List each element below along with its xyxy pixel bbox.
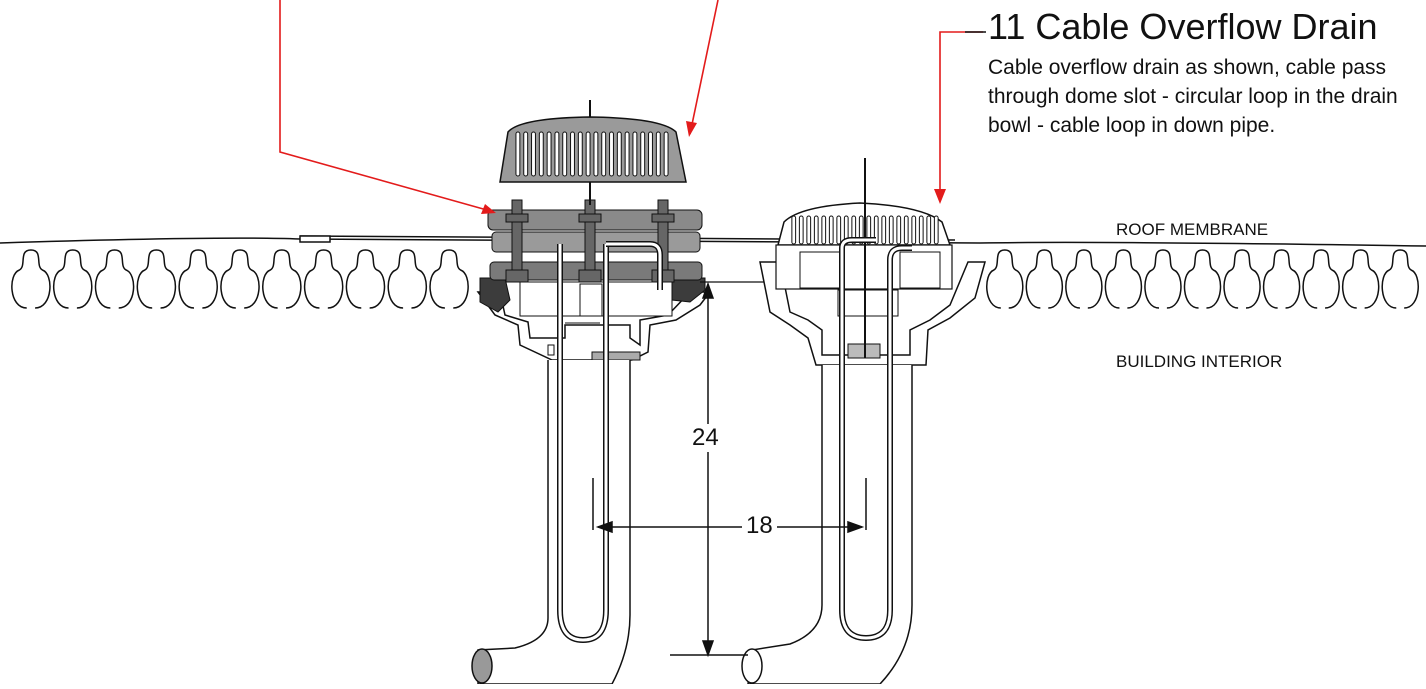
dome-slot bbox=[531, 131, 536, 177]
dome-slot bbox=[616, 131, 622, 177]
dimension-vertical-label: 24 bbox=[688, 424, 723, 452]
insulation-loop bbox=[986, 249, 1419, 309]
dome-slot bbox=[655, 131, 661, 177]
primary-drain-bowl bbox=[476, 291, 712, 361]
dome-slot bbox=[570, 131, 575, 177]
dome-slot bbox=[821, 215, 827, 245]
dome-slot bbox=[632, 131, 638, 177]
leader-overflow bbox=[939, 31, 983, 200]
dome-slot bbox=[926, 215, 932, 245]
dome-slot bbox=[896, 215, 902, 245]
dimension-horizontal-label: 18 bbox=[742, 512, 777, 540]
dome-slot bbox=[918, 215, 924, 245]
dome-slot bbox=[828, 215, 834, 245]
dome-slot bbox=[609, 131, 614, 177]
roof-membrane-label: ROOF MEMBRANE bbox=[1116, 220, 1269, 239]
dome-slot bbox=[538, 131, 544, 177]
pipe-end-left bbox=[471, 648, 493, 684]
primary-drain-dome bbox=[499, 116, 687, 183]
insulation-right bbox=[986, 249, 1419, 309]
dome-slot bbox=[813, 215, 819, 245]
bolt-set bbox=[505, 199, 675, 283]
dome-slot bbox=[663, 131, 669, 177]
leader-flange bbox=[279, 0, 495, 213]
dome-slot bbox=[933, 215, 939, 245]
dome-slot bbox=[562, 131, 568, 177]
flange-middle bbox=[491, 231, 701, 253]
dome-slot bbox=[624, 131, 630, 177]
dome-slot bbox=[515, 131, 521, 177]
dome-slot bbox=[836, 215, 842, 245]
dimension-horizontal bbox=[595, 520, 865, 534]
dome-slot bbox=[798, 215, 804, 245]
overflow-drain-bowl bbox=[759, 261, 986, 366]
overflow-drain bbox=[741, 158, 986, 685]
callout-title: 11 Cable Overflow Drain bbox=[988, 6, 1378, 47]
insulation-loop bbox=[11, 249, 469, 309]
leader-dome bbox=[689, 0, 719, 135]
callout-description: Cable overflow drain as shown, cable pas… bbox=[988, 56, 1398, 137]
pipe-end-right bbox=[741, 648, 763, 684]
dome-slot bbox=[546, 131, 552, 177]
dome-slot bbox=[585, 131, 591, 177]
dome-slot bbox=[648, 131, 653, 177]
dome-slot bbox=[911, 215, 917, 245]
dome-slot bbox=[806, 215, 812, 245]
dome-slot bbox=[523, 131, 529, 177]
dome-slot bbox=[888, 215, 894, 245]
insulation-left bbox=[11, 249, 469, 309]
dome-slot bbox=[554, 131, 560, 177]
dome-slot bbox=[903, 215, 909, 245]
primary-drain bbox=[471, 100, 712, 685]
dome-slot bbox=[640, 131, 646, 177]
dome-slot bbox=[577, 131, 583, 177]
dome-slot bbox=[881, 215, 887, 245]
dimension-vertical bbox=[670, 281, 748, 658]
dome-slot bbox=[601, 131, 607, 177]
dome-slot bbox=[593, 131, 599, 177]
clamp-left bbox=[479, 277, 511, 313]
building-interior-label: BUILDING INTERIOR bbox=[1116, 352, 1283, 371]
dome-slot bbox=[791, 215, 797, 245]
dome-slots bbox=[515, 131, 669, 177]
overflow-dome-slots bbox=[791, 215, 939, 245]
leader-arrowheads bbox=[481, 121, 946, 214]
